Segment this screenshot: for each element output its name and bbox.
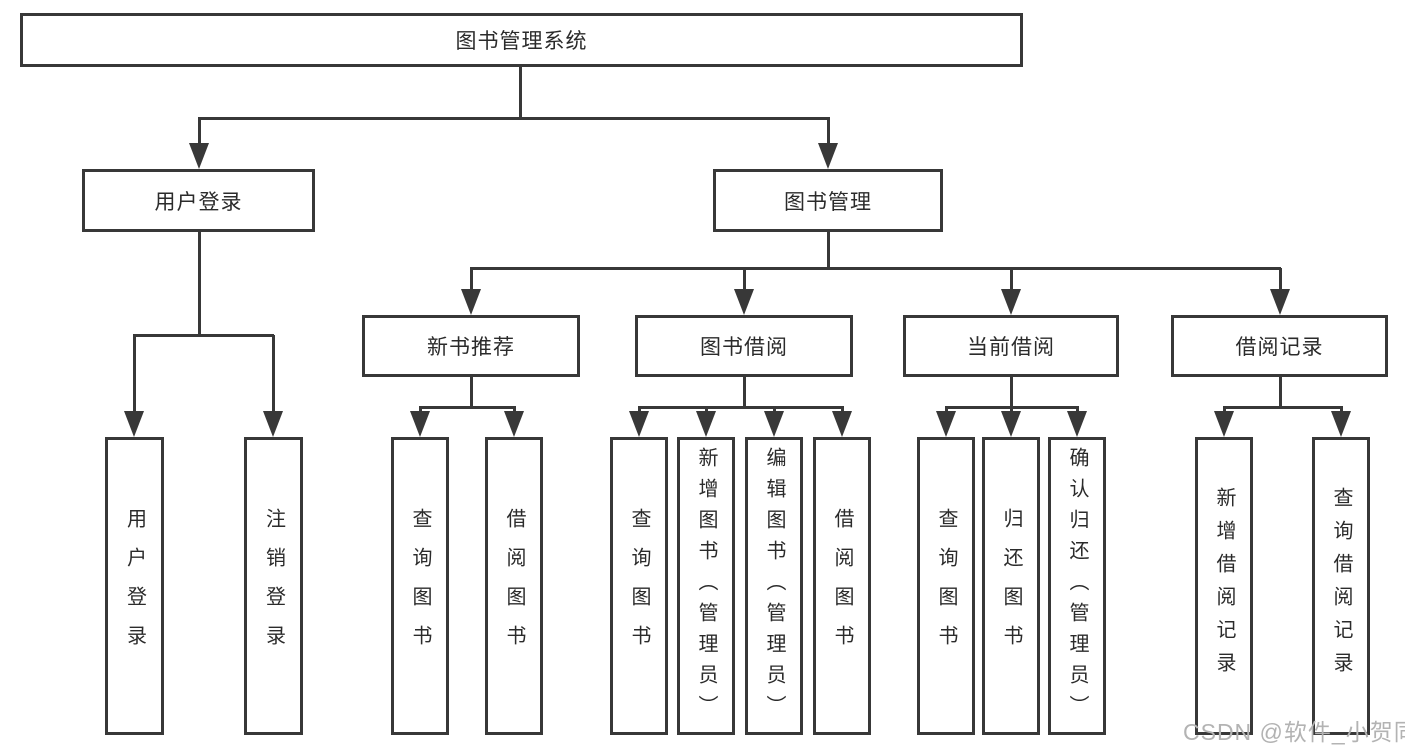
- leaf-logout: 注销登录: [244, 437, 303, 735]
- connector-line: [827, 118, 830, 163]
- arrow-down-icon: [504, 411, 524, 437]
- leaf-label: 编辑图书（管理员）: [763, 446, 785, 726]
- arrow-down-icon: [1001, 411, 1021, 437]
- connector-line: [419, 406, 516, 409]
- connector-line: [638, 406, 844, 409]
- node-book-management: 图书管理: [713, 169, 943, 232]
- connector-line: [1223, 406, 1343, 409]
- leaf-borrow-books-2: 借阅图书: [813, 437, 871, 735]
- leaf-user-login: 用户登录: [105, 437, 164, 735]
- arrow-down-icon: [764, 411, 784, 437]
- node-book-borrow: 图书借阅: [635, 315, 853, 377]
- leaf-label: 查询图书: [935, 508, 957, 664]
- arrow-down-icon: [818, 143, 838, 169]
- connector-line: [198, 117, 830, 120]
- arrow-down-icon: [936, 411, 956, 437]
- connector-line: [519, 67, 522, 118]
- node-label: 借阅记录: [1235, 336, 1324, 359]
- leaf-label: 借阅图书: [503, 508, 525, 664]
- connector-line: [743, 377, 746, 407]
- leaf-label: 查询借阅记录: [1330, 487, 1352, 685]
- connector-line: [198, 232, 201, 335]
- arrow-down-icon: [696, 411, 716, 437]
- leaf-label: 确认归还（管理员）: [1066, 446, 1088, 726]
- leaf-edit-books-admin: 编辑图书（管理员）: [745, 437, 803, 735]
- node-label: 用户登录: [154, 190, 243, 214]
- leaf-add-borrow-record: 新增借阅记录: [1195, 437, 1253, 735]
- leaf-label: 用户登录: [123, 508, 146, 664]
- leaf-borrow-books-1: 借阅图书: [485, 437, 543, 735]
- connector-line: [1279, 377, 1282, 407]
- leaf-query-borrow-record: 查询借阅记录: [1312, 437, 1370, 735]
- leaf-label: 新增图书（管理员）: [695, 446, 717, 726]
- arrow-down-icon: [734, 289, 754, 315]
- leaf-add-books-admin: 新增图书（管理员）: [677, 437, 735, 735]
- connector-line: [470, 268, 473, 309]
- node-label: 图书借阅: [700, 336, 788, 359]
- connector-line: [827, 232, 830, 268]
- arrow-down-icon: [629, 411, 649, 437]
- connector-line: [470, 377, 473, 407]
- arrow-down-icon: [410, 411, 430, 437]
- arrow-down-icon: [189, 143, 209, 169]
- node-root: 图书管理系统: [20, 13, 1023, 67]
- leaf-label: 借阅图书: [831, 508, 853, 664]
- leaf-label: 注销登录: [262, 508, 285, 664]
- node-user-login: 用户登录: [82, 169, 315, 232]
- leaf-query-books-2: 查询图书: [610, 437, 668, 735]
- connector-line: [272, 335, 275, 431]
- arrow-down-icon: [1270, 289, 1290, 315]
- connector-line: [1010, 377, 1013, 407]
- leaf-return-books: 归还图书: [982, 437, 1040, 735]
- leaf-label: 新增借阅记录: [1213, 487, 1235, 685]
- connector-line: [743, 268, 746, 309]
- arrow-down-icon: [124, 411, 144, 437]
- leaf-confirm-return-admin: 确认归还（管理员）: [1048, 437, 1106, 735]
- connector-line: [470, 267, 1281, 270]
- node-current-borrow: 当前借阅: [903, 315, 1119, 377]
- node-label: 当前借阅: [967, 336, 1055, 359]
- connector-line: [1279, 268, 1282, 309]
- arrow-down-icon: [461, 289, 481, 315]
- arrow-down-icon: [1001, 289, 1021, 315]
- connector-line: [1010, 268, 1013, 309]
- node-label: 图书管理: [784, 190, 872, 214]
- leaf-label: 查询图书: [628, 508, 650, 664]
- connector-line: [133, 335, 136, 431]
- node-new-book-recommend: 新书推荐: [362, 315, 580, 377]
- leaf-label: 查询图书: [409, 508, 431, 664]
- node-label: 图书管理系统: [455, 30, 588, 53]
- node-label: 新书推荐: [427, 336, 515, 359]
- leaf-query-books-1: 查询图书: [391, 437, 449, 735]
- leaf-label: 归还图书: [1000, 508, 1022, 664]
- node-borrow-records: 借阅记录: [1171, 315, 1388, 377]
- arrow-down-icon: [263, 411, 283, 437]
- arrow-down-icon: [1067, 411, 1087, 437]
- watermark: CSDN @软件_小贺同学: [1183, 719, 1405, 745]
- connector-line: [133, 334, 274, 337]
- connector-line: [198, 118, 201, 163]
- arrow-down-icon: [1331, 411, 1351, 437]
- arrow-down-icon: [1214, 411, 1234, 437]
- arrow-down-icon: [832, 411, 852, 437]
- leaf-query-books-3: 查询图书: [917, 437, 975, 735]
